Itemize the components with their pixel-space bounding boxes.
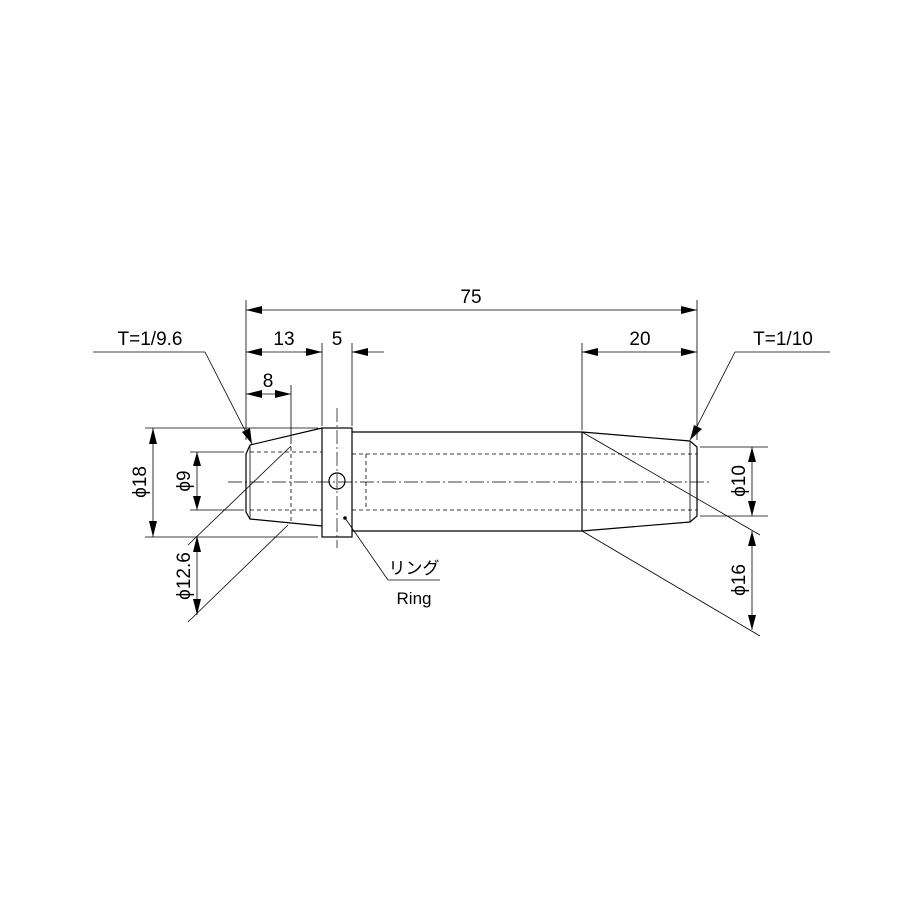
taper-callout-right: T=1/10 [689, 329, 830, 441]
part-outline [245, 427, 698, 538]
phi18-label: ϕ18 [130, 466, 151, 498]
right-taper-outline [581, 431, 698, 532]
dim-75-label: 75 [460, 287, 481, 308]
phi12-6-label: ϕ12.6 [174, 552, 195, 600]
dim-phi18: ϕ18 [130, 428, 157, 537]
taper-callout-left: T=1/9.6 [93, 329, 253, 445]
dim-phi16: ϕ16 [581, 431, 761, 637]
dim-20-label: 20 [629, 329, 650, 350]
dim-5-label: 5 [332, 329, 343, 350]
dim-right-taper-length: 20 [582, 329, 697, 356]
center-lines [228, 408, 712, 548]
ring-en-label: Ring [397, 589, 432, 608]
dim-phi9: ϕ9 [174, 452, 201, 510]
ring-callout: リング Ring [344, 517, 440, 608]
left-taper-outline [245, 427, 323, 527]
dim-overall-length: 75 [246, 287, 697, 314]
dim-phi10: ϕ10 [729, 447, 756, 516]
phi9-label: ϕ9 [174, 470, 195, 491]
ring-jp-label: リング [389, 559, 440, 578]
dim-8-label: 8 [263, 371, 274, 392]
phi10-label: ϕ10 [729, 465, 750, 497]
taper-right-label: T=1/10 [753, 329, 813, 350]
extension-lines [145, 300, 768, 538]
phi16-label: ϕ16 [729, 564, 750, 596]
dim-bore-depth: 8 [246, 371, 291, 398]
dim-13-label: 13 [273, 329, 294, 350]
taper-left-label: T=1/9.6 [118, 329, 183, 350]
ring-pin-hole [328, 472, 346, 490]
dim-phi12-6: ϕ12.6 [174, 445, 292, 623]
hidden-lines [250, 440, 697, 522]
dim-ring-width: 5 [304, 329, 384, 356]
